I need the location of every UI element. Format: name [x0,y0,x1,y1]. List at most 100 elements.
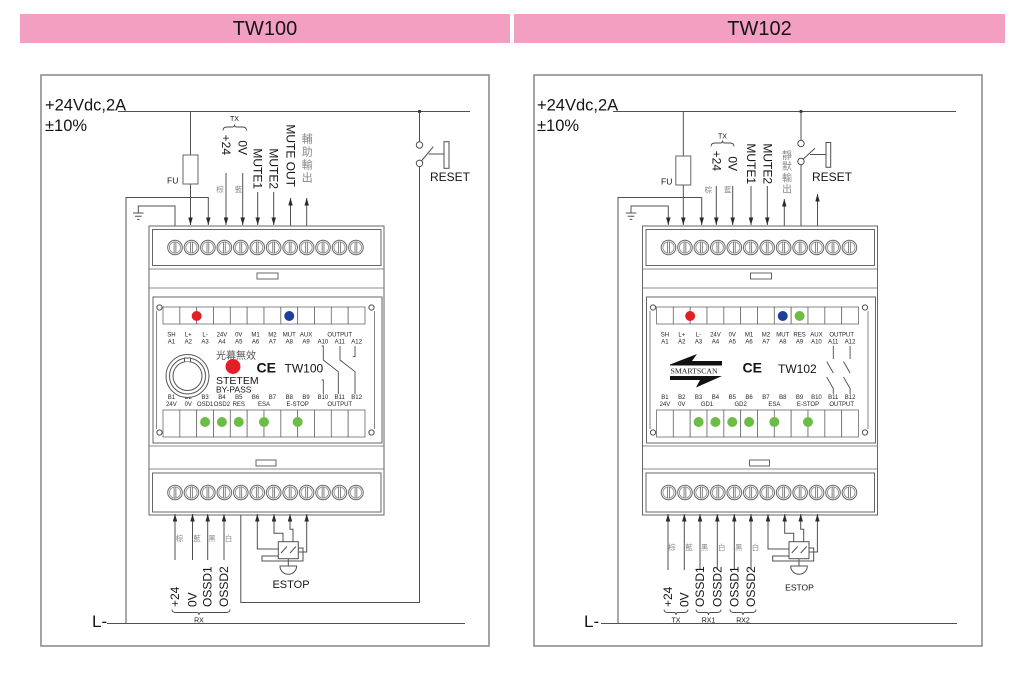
terminal-screw-icon [742,484,759,501]
terminal-screw-icon [183,484,200,501]
terminal-screw-icon [759,239,776,256]
terminal-screw-icon [249,484,266,501]
wire-label-mute-out: MUTE OUT [284,124,298,187]
pin-label: B2 [678,395,686,401]
bottom-terminal-screws [660,484,858,501]
pin-label: A1 [661,340,669,346]
terminal-screw-icon [825,239,841,256]
pin-label: B7 [762,395,770,401]
wire-color-cn: 棕 [176,533,184,543]
terminal-function-label: M1 [745,333,754,339]
pin-label: A5 [729,340,737,346]
pin-label: A7 [269,340,277,346]
pin-label: B1 [168,395,176,401]
tx-group-label: TX [672,618,681,625]
brand-label: STETEM [216,375,259,387]
terminal-screw-icon [775,484,792,501]
terminal-function-label: OUTPUT [829,402,854,408]
estop-label: ESTOP [272,579,309,591]
terminal-function-label: 0V [729,333,736,339]
terminal-screw-icon [216,484,233,501]
terminal-function-label: OSD2 [214,402,231,408]
negative-return-wire [617,197,704,624]
top-terminal-screws [167,239,364,256]
signal-label: OSSD1 [201,566,215,607]
pin-label: A11 [335,340,346,346]
terminal-function-label: ESA [258,402,270,408]
terminal-cell [824,306,843,325]
terminal-function-label: 24V [217,333,228,339]
wire-color-blue-cn: 藍 [235,184,243,194]
signal-label: OSSD1 [693,566,707,607]
terminal-function-label: 0V [678,402,685,408]
pin-label: B11 [828,395,839,401]
panel-screw-icon [368,304,375,311]
rx2-brace [729,609,757,616]
terminal-screw-icon [216,239,233,256]
signal-label: OSSD1 [727,566,741,607]
estop-switch-icon [765,514,820,575]
wire-label-mute1: MUTE1 [744,143,758,184]
terminal-cell [314,306,332,325]
terminal-screw-icon [677,239,693,256]
terminal-function-label: MUT [283,333,296,339]
output-relay-contacts-icon [826,346,851,394]
bottom-terminal-cells [656,409,859,438]
signal-label: OSSD2 [710,566,724,607]
pin-label: A9 [796,340,804,346]
ground-icon [625,212,637,220]
terminal-screw-icon [167,484,183,501]
terminal-cell [179,409,198,438]
selector-knob-icon [165,354,210,398]
pin-label: A4 [218,340,226,346]
terminal-function-label: GD2 [734,402,747,408]
pin-label: B6 [745,395,753,401]
wire-color-cn: 白 [718,542,726,552]
indicator-led-res [233,417,244,427]
indicator-led-osd1 [200,417,211,427]
terminal-cell [347,306,366,325]
terminal-screw-icon [348,484,364,501]
panel-screw-icon [156,304,163,311]
pin-label: A6 [745,340,753,346]
terminal-function-label: OSD1 [197,402,214,408]
reset-switch-icon [415,111,450,169]
pin-label: B11 [335,395,346,401]
indicator-led-power [685,311,696,321]
rx2-group-label: RX2 [736,618,750,625]
module-model-label: TW100 [285,362,324,376]
terminal-cell [263,306,282,325]
wire-color-cn: 黑 [701,543,709,552]
pin-label: B8 [286,395,294,401]
ce-mark: CE [257,360,276,376]
housing-latch [750,272,772,280]
terminal-screw-icon [233,239,249,256]
diagram-tw100: +24Vdc,2A ±10% FU TX +24 0V MUTE1 [40,74,490,647]
terminal-cell [330,306,349,325]
terminal-cell [757,306,775,325]
terminal-cell [330,409,349,438]
fuse-label: FU [167,176,178,186]
rx1-brace [695,609,722,616]
terminal-function-label: L+ [678,333,685,339]
housing-latch [255,459,277,467]
supply-tolerance-label: ±10% [45,117,87,135]
terminal-cell [246,306,265,325]
terminal-screw-icon [841,239,858,256]
terminal-function-label: L- [202,333,207,339]
pin-label: B9 [302,395,310,401]
ground-wire [137,205,176,226]
indicator-led-power [191,311,202,321]
pin-label: B1 [661,395,669,401]
terminal-cell [807,306,826,325]
terminal-function-label: ESA [768,402,780,408]
wire-color-cn: 棕 [668,542,676,552]
wire-color-brown-cn: 棕 [216,184,224,194]
pin-label: A6 [252,340,260,346]
indicator-led-osd2 [216,417,227,427]
estop-label: ESTOP [785,583,814,593]
